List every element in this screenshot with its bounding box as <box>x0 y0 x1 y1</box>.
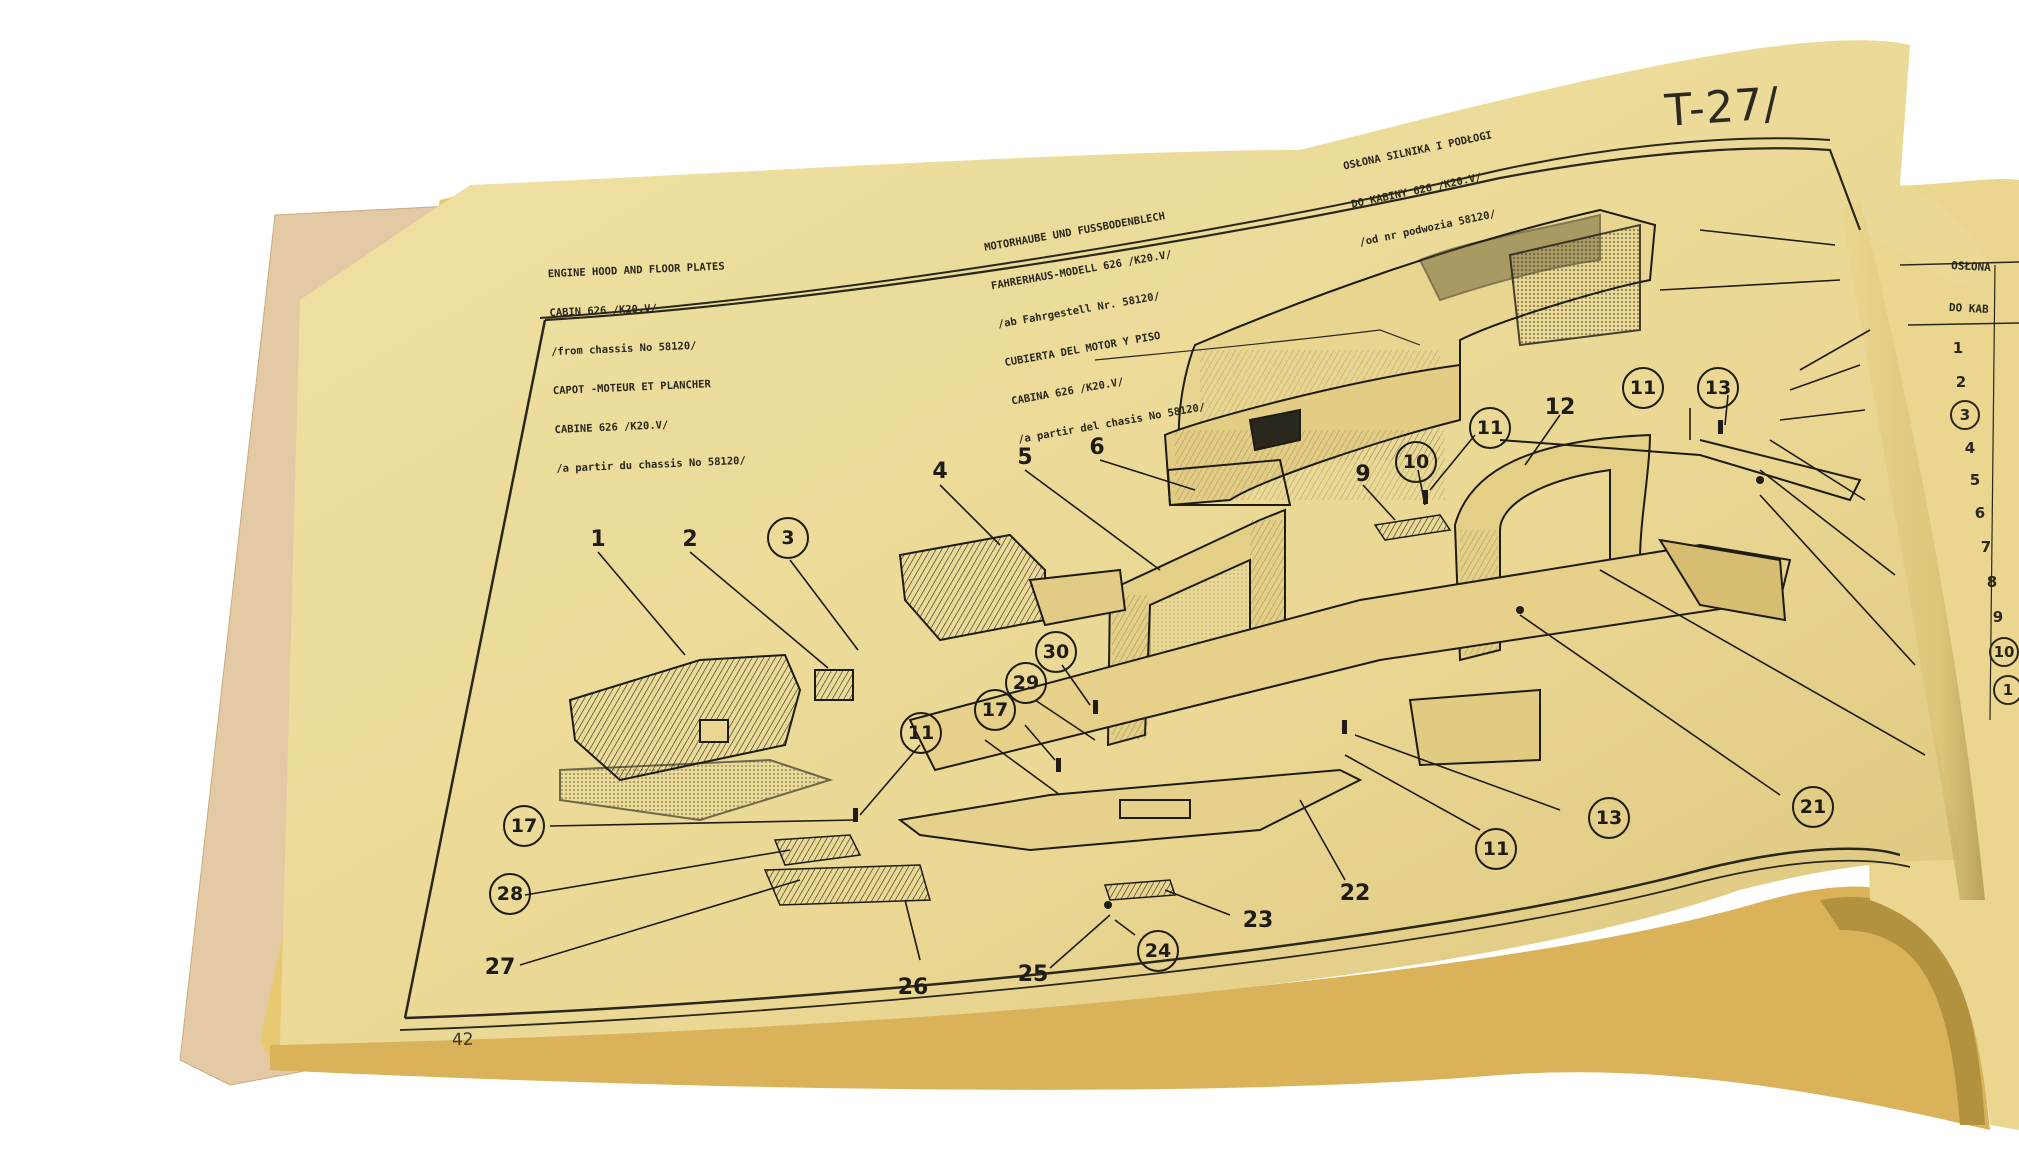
page-number: 42 <box>451 1029 474 1051</box>
header-line: CABINE 626 /K20.V/ <box>554 419 669 437</box>
callout-26: 26 <box>897 975 929 1000</box>
bracket-part <box>814 669 854 701</box>
leader-lines <box>519 229 1926 969</box>
header-line: CAPOT -MOTEUR ET PLANCHER <box>552 378 712 398</box>
callout-28: 28 <box>489 873 531 915</box>
callout-17: 17 <box>974 689 1016 731</box>
header-line: DO KAB <box>1948 300 1989 317</box>
plate-28-part <box>773 834 862 866</box>
callout-10: 10 <box>1395 441 1437 483</box>
header-line: /a partir del chasis No 58120/ <box>1017 401 1207 446</box>
callout-2: 2 <box>682 527 698 552</box>
plate-9-part <box>1373 514 1452 541</box>
callout-11: 11 <box>1469 407 1511 449</box>
table-code: T-27/ <box>1663 78 1782 137</box>
floor-mat-part <box>898 533 1127 642</box>
header-line: CABIN 626 /K20.V/ <box>549 302 658 320</box>
callout-25: 25 <box>1017 962 1049 987</box>
left-floor-plate-part <box>559 653 834 822</box>
callout-17: 17 <box>503 805 545 847</box>
engine-hood-part <box>1163 208 1657 507</box>
callout-12: 12 <box>1544 395 1576 420</box>
callout-5: 5 <box>1017 445 1033 470</box>
right-row-number: 4 <box>1964 439 1976 457</box>
header-line: OSŁONA <box>1950 258 1992 275</box>
right-row-number: 2 <box>1955 373 1967 391</box>
header-line: FAHRERHAUS-MODELL 626 /K20.V/ <box>990 248 1173 293</box>
floor-plate-part <box>897 768 1363 852</box>
callout-13: 13 <box>1697 367 1739 409</box>
header-line: CUBIERTA DEL MOTOR Y PISO <box>1003 329 1162 370</box>
callout-29: 29 <box>1005 662 1047 704</box>
header-line: MOTORHAUBE UND FUSSBODENBLECH <box>983 210 1167 254</box>
callout-24: 24 <box>1137 930 1179 972</box>
floor-beam-part <box>908 538 1792 772</box>
callout-3: 3 <box>767 517 809 559</box>
header-line: /a partir du chassis No 58120/ <box>556 454 747 476</box>
header-line: /od nr podwozia 58120/ <box>1358 208 1497 249</box>
callout-1: 1 <box>590 527 606 552</box>
callout-23: 23 <box>1242 908 1274 933</box>
callout-9: 9 <box>1355 462 1371 487</box>
fasteners <box>853 420 1764 909</box>
header-line: OSŁONA SILNIKA I PODŁOGI <box>1342 129 1494 173</box>
right-row-number: 5 <box>1969 471 1981 489</box>
callout-11: 11 <box>1622 367 1664 409</box>
right-row-number: 1 <box>1952 339 1964 357</box>
right-row-number: 10 <box>1989 637 2019 667</box>
plate-23-part <box>1103 879 1177 901</box>
header-line: /ab Fahrgestell Nr. 58120/ <box>996 290 1161 331</box>
right-row-number: 3 <box>1950 400 1980 430</box>
callout-13: 13 <box>1588 797 1630 839</box>
callout-11: 11 <box>1475 828 1517 870</box>
plate-26-part <box>763 864 931 906</box>
right-row-number: 1 <box>1993 675 2019 705</box>
callout-6: 6 <box>1089 435 1105 460</box>
callout-22: 22 <box>1339 881 1371 906</box>
callout-30: 30 <box>1035 631 1077 673</box>
right-row-number: 6 <box>1974 504 1986 522</box>
right-row-number: 9 <box>1992 608 2004 626</box>
header-line: DO KABINY 626 /K20.V/ <box>1350 171 1483 211</box>
callout-11: 11 <box>900 712 942 754</box>
callout-4: 4 <box>932 459 948 484</box>
header-line: CABINA 626 /K20.V/ <box>1010 375 1125 408</box>
header-line: ENGINE HOOD AND FLOOR PLATES <box>547 260 725 281</box>
header-line: /from chassis No 58120/ <box>550 339 697 359</box>
right-row-number: 7 <box>1980 538 1992 556</box>
right-row-number: 8 <box>1986 573 1998 591</box>
callout-27: 27 <box>484 955 516 980</box>
right-page-header: OSŁONA DO KAB <box>1947 231 1993 345</box>
header-english: ENGINE HOOD AND FLOOR PLATES CABIN 626 /… <box>546 234 747 502</box>
callout-21: 21 <box>1792 786 1834 828</box>
